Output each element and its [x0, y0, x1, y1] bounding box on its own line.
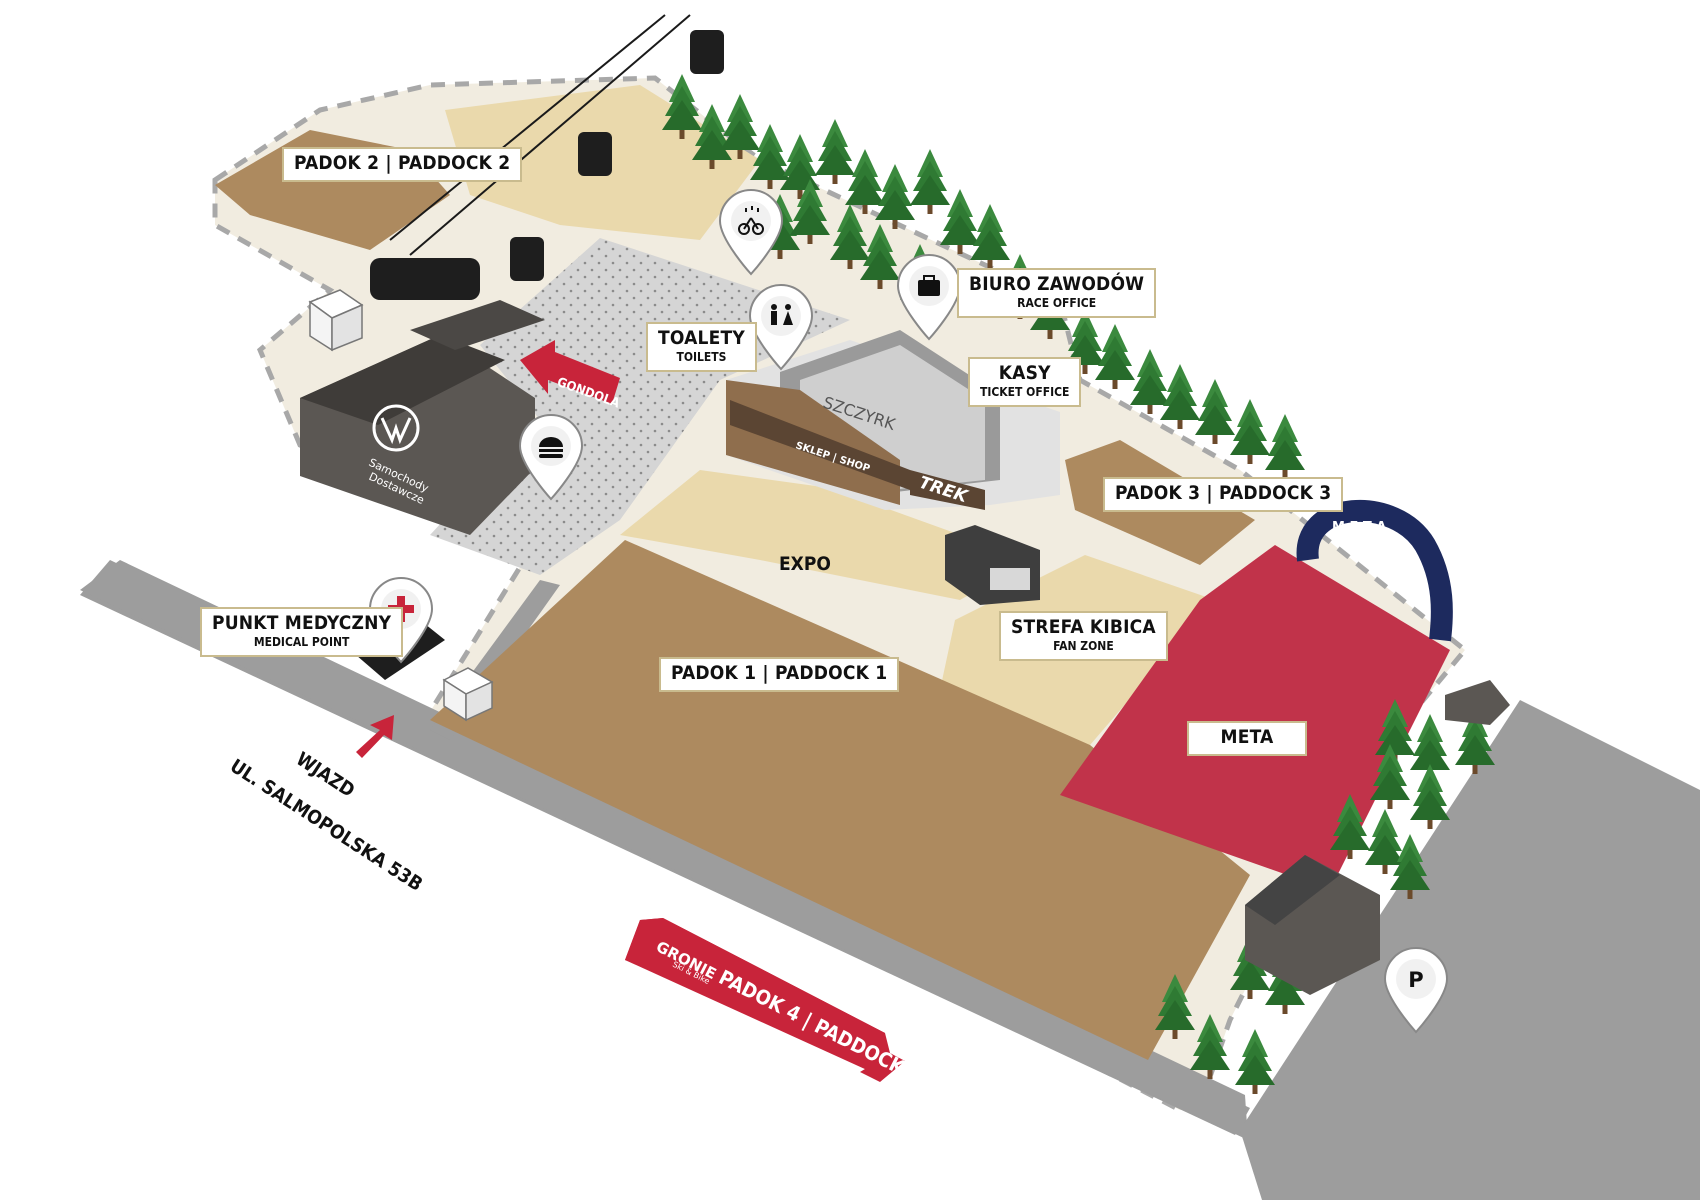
finish-arch [1296, 499, 1453, 642]
food-icon[interactable] [518, 413, 584, 501]
storage-cubes [308, 289, 494, 722]
bike-wash-icon[interactable] [718, 188, 784, 276]
expo-label: EXPO [779, 553, 831, 575]
svg-text:P: P [1408, 968, 1423, 992]
race-office-label: BIURO ZAWODÓW RACE OFFICE [957, 268, 1157, 318]
gondola-arrow [520, 340, 620, 404]
toilets-icon[interactable] [748, 283, 814, 371]
fan-zone-label: STREFA KIBICA FAN ZONE [999, 611, 1168, 661]
volkswagen-logo [372, 404, 420, 452]
gronie-banner: GRONIE Ski & Bike [625, 918, 905, 1082]
right-buildings [1245, 680, 1510, 995]
gondola-cables [389, 14, 691, 256]
parking-icon[interactable]: P [1383, 946, 1449, 1034]
vw-building: Samochody Dostawcze [300, 300, 545, 535]
road-right [1240, 700, 1700, 1200]
expo-zone [620, 470, 1030, 600]
entrance-arrow [356, 715, 394, 758]
ticket-office-label: KASY TICKET OFFICE [968, 357, 1082, 407]
svg-text:M E T A: M E T A [1332, 520, 1386, 535]
main-building: SZCZYRK SKLEP | SHOP TREK [726, 330, 1060, 605]
paddock-1-label: PADOK 1 | PADDOCK 1 [659, 657, 900, 692]
finish-label: META [1187, 721, 1307, 756]
paddock-3-label: PADOK 3 | PADDOCK 3 [1103, 477, 1344, 512]
toilets-label: TOALETY TOILETS [646, 322, 757, 372]
gondola-cabins [370, 30, 724, 300]
race-office-icon[interactable] [896, 253, 962, 341]
paddock-2-label: PADOK 2 | PADDOCK 2 [282, 147, 523, 182]
medical-point-label: PUNKT MEDYCZNY MEDICAL POINT [200, 607, 404, 657]
paddock-1-area [430, 540, 1250, 1060]
road-main [80, 560, 1248, 1140]
